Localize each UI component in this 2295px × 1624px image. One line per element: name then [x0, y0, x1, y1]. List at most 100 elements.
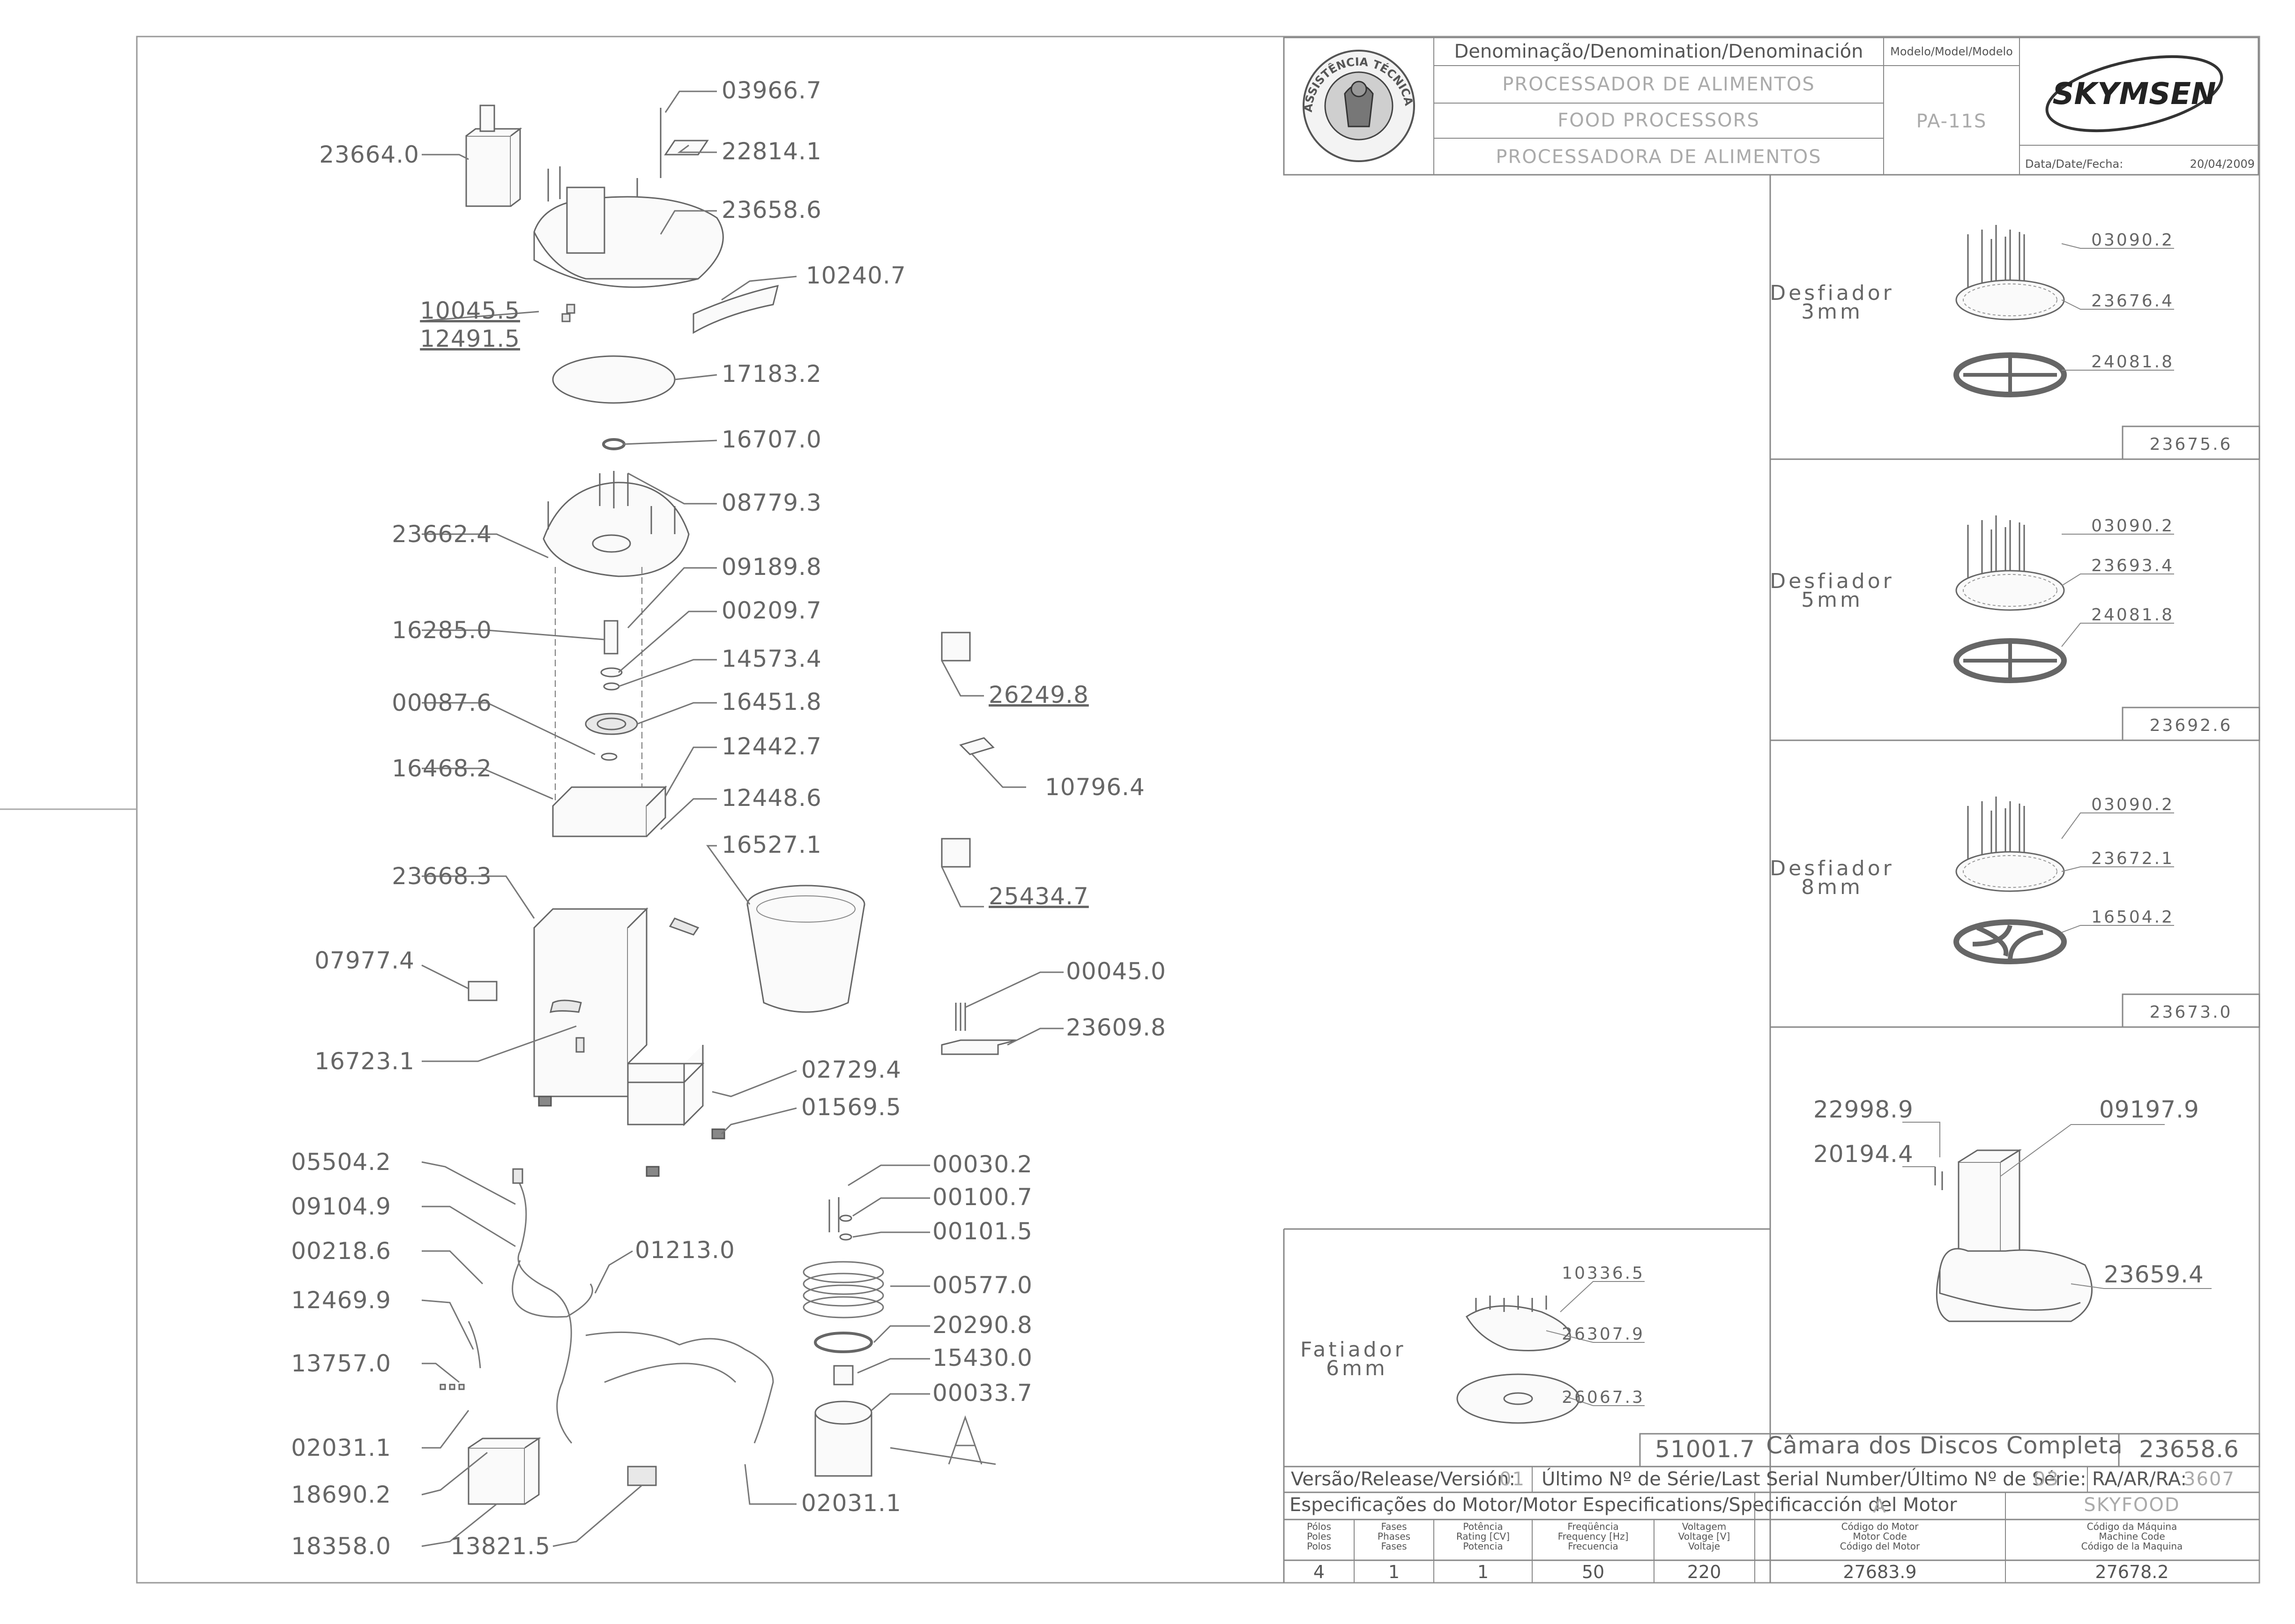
panel-title: Desfiador — [1770, 281, 1894, 305]
svg-text:03: 03 — [2034, 1468, 2059, 1490]
panel-size: 3mm — [1801, 300, 1863, 324]
spec-header: Motor Code — [1853, 1531, 1907, 1542]
part-label: 10045.5 — [420, 297, 520, 324]
part-label: 16285.0 — [392, 617, 492, 644]
spec-header: Fases — [1381, 1521, 1407, 1532]
complete-chamber-code: 23658.6 — [2139, 1436, 2239, 1463]
part-label: 24081.8 — [2091, 605, 2174, 625]
denomination-header: Denominação/Denomination/Denominación — [1454, 41, 1863, 62]
authorized-assistance-seal: ASSISTÊNCIA TÉCNICA AUTORIZADA — [0, 0, 1416, 162]
part-label: 12442.7 — [722, 733, 822, 760]
spec-value: 50 — [1582, 1562, 1604, 1582]
date-label: Data/Date/Fecha: — [2025, 157, 2123, 171]
spec-header: Código do Motor — [1841, 1521, 1919, 1532]
spec-header: Código de la Maquina — [2081, 1541, 2183, 1552]
spec-header: Fases — [1381, 1541, 1407, 1552]
spec-header: Potência — [1463, 1521, 1503, 1532]
part-label: 16723.1 — [314, 1048, 415, 1075]
slicer-code: 51001.7 — [1655, 1436, 1755, 1463]
motor-specs-table: Especificações do Motor/Motor Especifica… — [1289, 1492, 2183, 1583]
panel-title: Fatiador — [1300, 1338, 1406, 1362]
spec-value: 27678.2 — [2095, 1562, 2168, 1582]
part-label: 23658.6 — [722, 196, 822, 223]
kit-code: 23673.0 — [2150, 1003, 2233, 1022]
part-label: 23693.4 — [2091, 556, 2174, 575]
part-label: 12448.6 — [722, 784, 822, 812]
part-label: 02031.1 — [291, 1434, 391, 1461]
spec-header: Freqüência — [1567, 1521, 1618, 1532]
panel-grid — [1283, 175, 2260, 1583]
spec-header: Machine Code — [2099, 1531, 2165, 1542]
panel-title: Desfiador — [1770, 569, 1894, 593]
release-row: Versão/Release/Versión: 01 Último Nº de … — [1291, 1467, 2235, 1492]
part-label: 03966.7 — [722, 77, 822, 104]
model-code: PA-11S — [1916, 111, 1987, 132]
part-label: 16504.2 — [2091, 908, 2174, 927]
spec-value: 1 — [1388, 1562, 1400, 1582]
part-label: 10240.7 — [806, 262, 906, 289]
main-exploded-view: 23664.0 10045.5 12491.5 23662.4 16285.0 … — [291, 77, 1166, 1560]
spec-header: Código del Motor — [1840, 1541, 1920, 1552]
part-label: 00030.2 — [932, 1151, 1033, 1178]
panel-size: 8mm — [1801, 875, 1863, 899]
left-labels: 23664.0 10045.5 12491.5 23662.4 16285.0 … — [291, 141, 551, 1560]
part-label: 15430.0 — [932, 1344, 1033, 1371]
part-label: 09189.8 — [722, 553, 822, 581]
part-label: 10336.5 — [1562, 1264, 1645, 1283]
part-label: 00209.7 — [722, 597, 822, 624]
part-label: 16707.0 — [722, 426, 822, 453]
part-label: 22998.9 — [1813, 1096, 1914, 1123]
part-label: 13757.0 — [291, 1350, 391, 1377]
part-label: 20290.8 — [932, 1311, 1033, 1339]
kit-code: 23692.6 — [2150, 716, 2233, 735]
kit-code: 23675.6 — [2150, 435, 2233, 454]
part-label: 25434.7 — [989, 883, 1089, 910]
svg-text:RA/AR/RA:: RA/AR/RA: — [2092, 1468, 2187, 1490]
spec-header: Phases — [1378, 1531, 1410, 1542]
spec-header: Frecuencia — [1568, 1541, 1618, 1552]
product-name-es: PROCESSADORA DE ALIMENTOS — [1496, 146, 1821, 168]
spec-header: Voltage [V] — [1678, 1531, 1730, 1542]
spec-value: 27683.9 — [1843, 1562, 1916, 1582]
svg-text:Versão/Release/Versión:: Versão/Release/Versión: — [1291, 1468, 1515, 1490]
part-label: 00577.0 — [932, 1272, 1033, 1299]
panel-chamber: 22998.9 20194.4 09197.9 23659.4 — [1813, 1096, 2212, 1322]
part-label: 07977.4 — [314, 947, 415, 974]
part-label: 14573.4 — [722, 645, 822, 672]
part-label: 12491.5 — [420, 325, 520, 352]
svg-text:Último Nº de Série/Last Serial: Último Nº de Série/Last Serial Number/Úl… — [1542, 1468, 2086, 1490]
part-label: 23668.3 — [392, 863, 492, 890]
spec-value: 4 — [1313, 1562, 1325, 1582]
part-label: 16451.8 — [722, 688, 822, 715]
part-label: 23664.0 — [319, 141, 419, 168]
part-label: 23676.4 — [2091, 291, 2174, 311]
part-label: 18358.0 — [291, 1533, 391, 1560]
svg-text:SKYFOOD: SKYFOOD — [2084, 1494, 2180, 1516]
part-label: 10796.4 — [1045, 774, 1145, 801]
part-label: 23659.4 — [2104, 1261, 2204, 1288]
model-header: Modelo/Model/Modelo — [1890, 45, 2013, 58]
svg-text:SKYMSEN: SKYMSEN — [2052, 77, 2216, 112]
part-label: 13821.5 — [450, 1533, 551, 1560]
part-label: 12469.9 — [291, 1287, 391, 1314]
part-label: 24081.8 — [2091, 352, 2174, 372]
part-label: 09104.9 — [291, 1193, 391, 1220]
spec-header: Rating [CV] — [1456, 1531, 1510, 1542]
part-label: 03090.2 — [2091, 231, 2174, 250]
part-label: 20194.4 — [1813, 1140, 1914, 1168]
spec-header: Voltagem — [1682, 1521, 1727, 1532]
panel-shredder-8mm: Desfiador 8mm 03090.2 23672.1 16504.2 23… — [1770, 795, 2233, 1022]
panel-size: 5mm — [1801, 588, 1863, 612]
complete-chamber-label: Câmara dos Discos Completa — [1766, 1432, 2123, 1459]
svg-text:3607: 3607 — [2183, 1468, 2235, 1490]
part-label: 22814.1 — [722, 138, 822, 165]
part-label: 00087.6 — [392, 689, 492, 716]
part-label: 03090.2 — [2091, 516, 2174, 536]
part-label: 02729.4 — [801, 1056, 902, 1083]
svg-text:ASSISTÊNCIA TÉCNICA AUTORIZADA: ASSISTÊNCIA TÉCNICA AUTORIZADA — [0, 0, 1416, 113]
panel-title: Desfiador — [1770, 857, 1894, 880]
product-name-en: FOOD PROCESSORS — [1557, 110, 1760, 131]
svg-text:01: 01 — [1499, 1468, 1525, 1490]
part-label: 00100.7 — [932, 1184, 1033, 1211]
